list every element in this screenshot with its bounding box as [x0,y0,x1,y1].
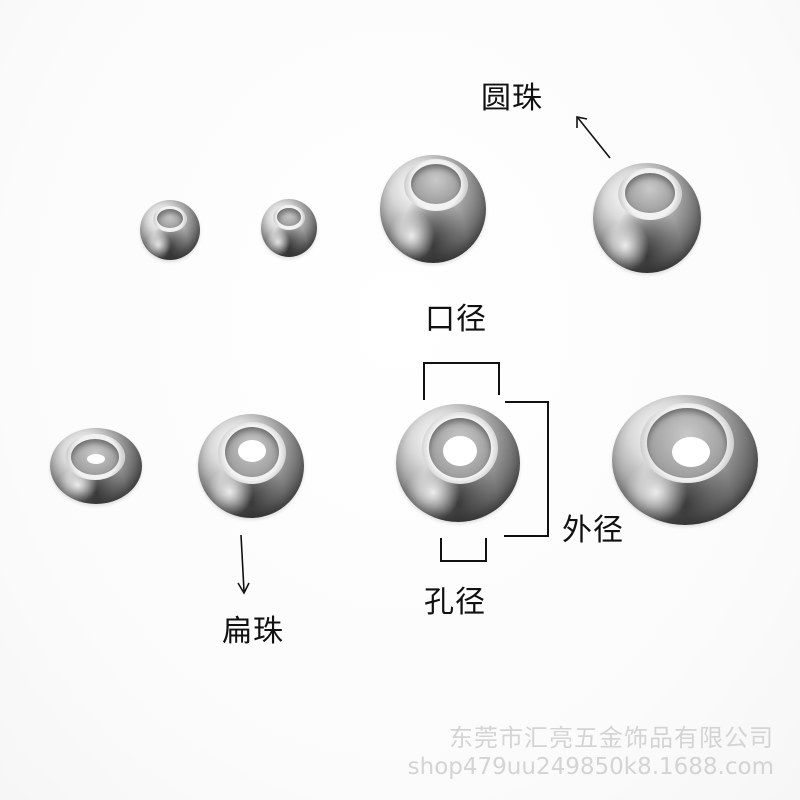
hole-bracket-right [485,538,487,562]
outer-bracket-bottom [504,535,549,537]
watermark-url: shop479uu249850k8.1688.com [407,754,774,780]
opening-diameter-label: 口径 [425,302,487,337]
hole-diameter-label: 孔径 [424,585,486,620]
flat-bead-large [612,395,758,525]
opening-bracket-top [423,362,500,364]
opening-bracket-left [423,362,425,400]
hole-bracket-bottom [440,560,487,562]
round-bead-large-1 [380,155,486,263]
round-bead-large-2 [593,163,701,273]
flat-bead-label: 扁珠 [222,614,284,649]
flat-bead-medium-1 [198,414,304,518]
round-bead-label: 圆珠 [481,81,543,116]
arrow-down-icon [237,534,250,595]
hole-bracket-left [440,538,442,562]
watermark-company: 东莞市汇亮五金饰品有限公司 [449,724,774,752]
arrow-up-left-icon [576,116,611,159]
outer-bracket-top [505,401,549,403]
flat-bead-medium-2 [396,404,520,522]
outer-diameter-label: 外径 [562,513,624,548]
opening-bracket-right [498,362,500,395]
outer-bracket-vertical [547,401,549,537]
flat-bead-small [50,428,142,504]
round-bead-small-1 [140,200,200,260]
round-bead-small-2 [261,199,317,257]
